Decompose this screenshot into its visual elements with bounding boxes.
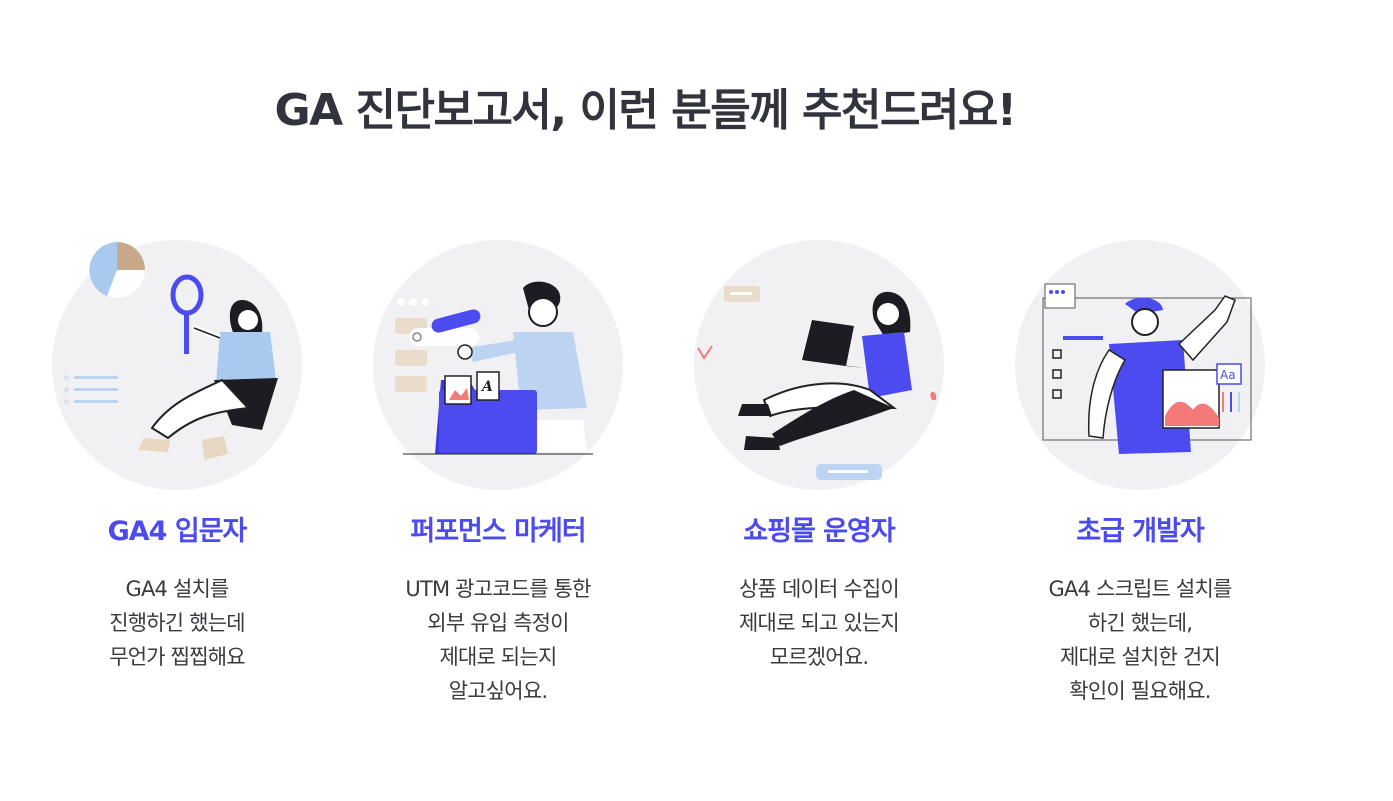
card-description-line: 모르겠어요.	[769, 645, 869, 669]
svg-text:Aa: Aa	[1220, 368, 1236, 382]
card-description-line: 제대로 되고 있는지	[739, 611, 900, 635]
card-performance-marketer: A 퍼포먼스 마케터 UTM 광고코드를 통한 외부 유입 측정이 제대로 되는…	[338, 240, 658, 708]
card-description-line: UTM 광고코드를 통한	[405, 577, 591, 601]
card-description-line: GA4 설치를	[125, 577, 229, 601]
page-title: GA 진단보고서, 이런 분들께 추천드려요!	[274, 85, 1017, 136]
card-description-line: 외부 유입 측정이	[427, 611, 569, 635]
card-title: GA4 입문자	[107, 516, 248, 547]
card-title: 초급 개발자	[1076, 516, 1205, 547]
card-description-line: 제대로 설치한 건지	[1060, 645, 1221, 669]
card-description-line: 상품 데이터 수집이	[739, 577, 900, 601]
man-with-folder-illustration: A	[373, 240, 623, 490]
card-title: 쇼핑몰 운영자	[743, 516, 895, 547]
card-title: 퍼포먼스 마케터	[410, 516, 586, 547]
card-description: UTM 광고코드를 통한 외부 유입 측정이 제대로 되는지 알고싶어요.	[338, 572, 658, 708]
card-junior-developer: Aa 초급 개발자 GA4 스크립트 설치를 하긴 했는데, 제대로 설치한 건…	[980, 240, 1300, 708]
card-description-line: 무언가 찝찝해요	[109, 645, 245, 669]
card-description-line: 하긴 했는데,	[1087, 611, 1193, 635]
card-description-line: 진행하긴 했는데	[109, 611, 245, 635]
card-description-line: 확인이 필요해요.	[1069, 679, 1211, 703]
man-with-ui-board-illustration: Aa	[1015, 240, 1265, 490]
woman-with-magnifier-illustration	[52, 240, 302, 490]
card-description-line: GA4 스크립트 설치를	[1048, 577, 1233, 601]
svg-text:A: A	[480, 379, 493, 395]
card-description: GA4 스크립트 설치를 하긴 했는데, 제대로 설치한 건지 확인이 필요해요…	[980, 572, 1300, 708]
card-shopping-mall-operator: 쇼핑몰 운영자 상품 데이터 수집이 제대로 되고 있는지 모르겠어요.	[659, 240, 979, 674]
card-ga4-beginner: GA4 입문자 GA4 설치를 진행하긴 했는데 무언가 찝찝해요	[17, 240, 337, 674]
card-description-line: 알고싶어요.	[448, 679, 548, 703]
card-description: GA4 설치를 진행하긴 했는데 무언가 찝찝해요	[17, 572, 337, 674]
card-description-line: 제대로 되는지	[439, 645, 558, 669]
card-description: 상품 데이터 수집이 제대로 되고 있는지 모르겠어요.	[659, 572, 979, 674]
woman-with-laptop-illustration	[694, 240, 944, 490]
